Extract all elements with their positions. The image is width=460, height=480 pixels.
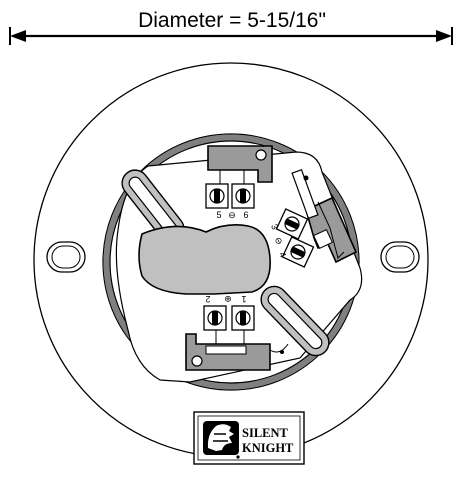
bottom-plate-hole xyxy=(191,355,203,367)
terminal-4-label: 4 xyxy=(277,250,288,259)
terminal-1-screw xyxy=(231,305,255,331)
diameter-dimension: Diameter = 5-15/16" xyxy=(9,9,453,45)
lower-right-slot-post xyxy=(260,285,330,357)
terminal-2-label: 2 xyxy=(205,294,210,304)
knight-emblem-icon xyxy=(203,421,240,459)
terminal-5-screw xyxy=(205,183,229,209)
silent-knight-logo: SILENT KNIGHT xyxy=(193,411,305,465)
plus-symbol-bottom: ⊕ xyxy=(224,294,232,304)
dimension-label: Diameter = 5-15/16" xyxy=(138,9,326,32)
left-mounting-slot xyxy=(46,241,86,273)
upper-left-slot-post xyxy=(121,169,185,243)
logo-line-2: KNIGHT xyxy=(242,441,294,455)
left-arrowhead xyxy=(10,30,26,42)
ring-outer-edge xyxy=(102,133,360,391)
right-contact-plate xyxy=(291,168,358,264)
top-plate-hole xyxy=(255,149,267,161)
terminal-1-label: 1 xyxy=(241,294,246,304)
logo-line-1: SILENT xyxy=(242,426,289,440)
terminal-6-label: 6 xyxy=(243,210,248,220)
terminal-5-label: 5 xyxy=(216,210,221,220)
terminal-2-screw xyxy=(203,305,227,331)
terminal-6-screw xyxy=(231,183,255,209)
terminal-3-screw xyxy=(275,208,309,240)
terminal-4-screw xyxy=(281,236,315,268)
right-arrowhead xyxy=(436,30,452,42)
minus-symbol-right: ⊖ xyxy=(273,235,285,246)
terminal-3-label: 3 xyxy=(269,222,280,231)
center-pad xyxy=(138,224,271,295)
minus-symbol-top: ⊖ xyxy=(228,210,236,220)
right-mounting-slot xyxy=(380,241,420,273)
